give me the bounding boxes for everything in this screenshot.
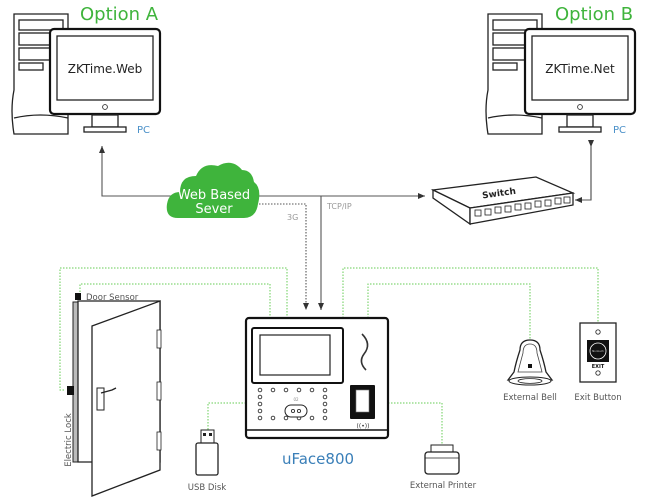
cloud-label-line1: Web Based: [178, 188, 250, 203]
device-small-text: 02: [293, 397, 299, 402]
usb-disk-icon: [195, 429, 219, 476]
camera-sensor-icon: [360, 333, 369, 371]
switch-ports: [474, 196, 571, 217]
exit-button-icon: No-touch EXIT: [579, 322, 617, 383]
printer-icon: [424, 444, 460, 475]
device-name-label: uFace800: [282, 450, 354, 468]
keypad-hole: [283, 387, 289, 393]
door-sensor-icon: [75, 293, 81, 300]
bell-icon: [506, 339, 554, 386]
door: [67, 293, 162, 497]
electric-lock-label: Electric Lock: [64, 413, 74, 467]
keypad-hole: [296, 387, 302, 393]
keypad-hole: [257, 415, 263, 421]
exit-text: EXIT: [592, 364, 605, 370]
switch-label: Switch: [482, 187, 517, 202]
fingerprint-sensor-icon: [350, 385, 375, 419]
keypad-hole: [257, 408, 263, 414]
keypad-hole: [322, 408, 328, 414]
pc-label-a: PC: [137, 125, 150, 136]
keypad-hole: [257, 401, 263, 407]
monitor-icon: [523, 27, 637, 133]
exit-button-label: Exit Button: [574, 393, 621, 403]
usb-disk-label: USB Disk: [188, 483, 226, 493]
cloud-icon: [166, 162, 260, 218]
keypad-holes: [257, 387, 328, 421]
network-lines: [99, 140, 594, 310]
external-printer-label: External Printer: [410, 481, 477, 491]
keypad-hole: [283, 415, 289, 421]
pc-option-b: Option B ZKTime.Net PC: [485, 4, 637, 136]
door-handle-icon: [96, 387, 117, 411]
external-bell-label: External Bell: [503, 393, 557, 403]
pc-option-a: Option A ZKTime.Web PC: [11, 4, 162, 136]
3g-label: 3G: [287, 213, 298, 222]
zktime-web-label: ZKTime.Web: [68, 62, 143, 76]
keypad-hole: [257, 387, 263, 393]
keypad-hole: [322, 394, 328, 400]
exit-button-inner-text: No-touch: [592, 349, 604, 353]
option-b-title: Option B: [555, 4, 633, 25]
electric-lock-icon: [67, 386, 74, 395]
zktime-net-label: ZKTime.Net: [545, 62, 615, 76]
keypad-hole: [270, 387, 276, 393]
keypad-hole: [309, 415, 315, 421]
door-sensor-label: Door Sensor: [86, 293, 139, 303]
option-a-title: Option A: [80, 4, 159, 25]
network-switch: Switch: [430, 176, 576, 226]
monitor-icon: [48, 27, 162, 133]
keypad-hole: [322, 401, 328, 407]
keypad-hole: [309, 387, 315, 393]
pc-label-b: PC: [613, 125, 626, 136]
tcpip-label: TCP/IP: [326, 202, 352, 211]
web-server-cloud: Web Based Sever: [166, 162, 260, 218]
keypad-hole: [322, 387, 328, 393]
keypad-hole: [257, 394, 263, 400]
rfid-symbol: ((•)): [357, 423, 370, 430]
keypad-hole: [322, 415, 328, 421]
peripheral-wires: [59, 267, 599, 445]
uface800-device: ((•)) 02: [244, 316, 390, 440]
cloud-label-line2: Sever: [195, 202, 233, 217]
device-button-icon: [284, 404, 308, 418]
keypad-hole: [270, 415, 276, 421]
